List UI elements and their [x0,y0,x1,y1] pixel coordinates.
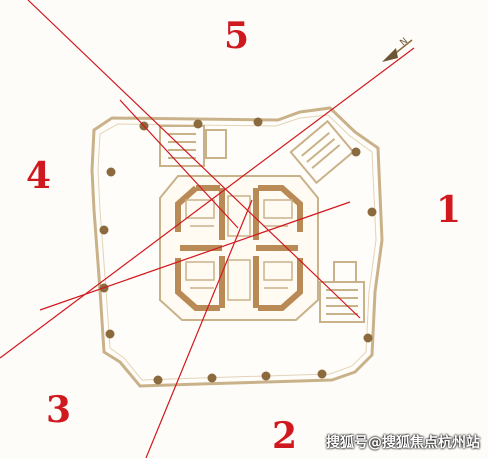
sector-line-d [39,201,351,311]
core-walls [175,185,303,311]
core-details [185,195,293,301]
north-arrow-label: N [399,36,411,48]
zone-label-3: 3 [46,389,72,431]
sector-line-b [0,47,415,359]
sector-line-c [145,199,253,458]
stair-top-right [289,119,355,185]
watermark-text: 搜狐号@搜狐焦点杭州站 [326,435,480,451]
north-arrow: N [382,36,413,62]
zone-label-5: 5 [224,15,250,57]
sector-line-e [119,99,239,229]
zone-label-1: 1 [436,189,462,231]
floor-slab-inner [97,114,377,381]
stair-top-left [159,125,227,167]
sector-lines [0,0,415,458]
sector-line-a [27,0,361,319]
zone-label-2: 2 [272,415,298,457]
structural-columns [99,117,377,385]
core-outer [159,175,319,321]
zone-label-4: 4 [26,155,52,197]
